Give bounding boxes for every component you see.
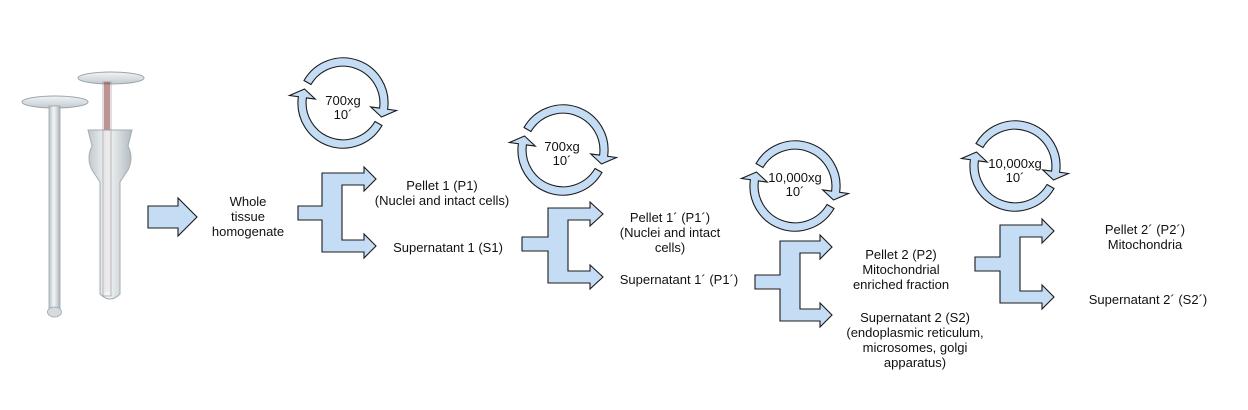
cycle-arrow-1 xyxy=(975,120,1071,181)
centrifuge-cycle-icon-4 xyxy=(959,120,1071,212)
supernatant-2-prime-label: Supernatant 2´ (S2´) xyxy=(1088,292,1208,307)
pellet-1-prime-label: Pellet 1´ (P1´) (Nuclei and intact cells… xyxy=(619,210,721,255)
pellet-2-prime-label: Pellet 2´ (P2´) Mitochondria xyxy=(1104,222,1186,252)
cycle-arrow-2 xyxy=(739,171,835,232)
cycle-arrow-2 xyxy=(287,88,383,149)
split-arrow-icon-stage2 xyxy=(521,200,604,291)
centrifuge-cycle-icon-2 xyxy=(507,104,619,196)
start-label-whole-tissue-homogenate: Whole tissue homogenate xyxy=(211,194,285,239)
pellet-1-label: Pellet 1 (P1) (Nuclei and intact cells) xyxy=(374,178,510,208)
supernatant-1-label: Supernatant 1 (S1) xyxy=(393,240,503,255)
supernatant-2-label: Supernatant 2 (S2) (endoplasmic reticulu… xyxy=(846,310,984,370)
split-arrow-icon-stage3 xyxy=(754,233,833,329)
input-arrow-icon xyxy=(147,196,198,238)
supernatant-1-prime-label: Supernatant 1´ (P1´) xyxy=(619,272,739,287)
centrifuge-cycle-icon-3 xyxy=(739,140,851,232)
cycle-arrow-2 xyxy=(507,135,603,196)
cycle-arrow-1 xyxy=(303,57,399,118)
cycle-arrow-2 xyxy=(959,151,1055,212)
homogenizer-illustration xyxy=(21,71,145,318)
split-arrow-icon-stage4 xyxy=(974,217,1055,311)
split-arrow-icon-stage1 xyxy=(297,165,377,260)
cycle-arrow-1 xyxy=(523,104,619,165)
cycle-arrow-1 xyxy=(755,140,851,201)
pellet-2-label: Pellet 2 (P2) Mitochondrial enriched fra… xyxy=(852,247,950,292)
centrifuge-cycle-icon-1 xyxy=(287,57,399,149)
